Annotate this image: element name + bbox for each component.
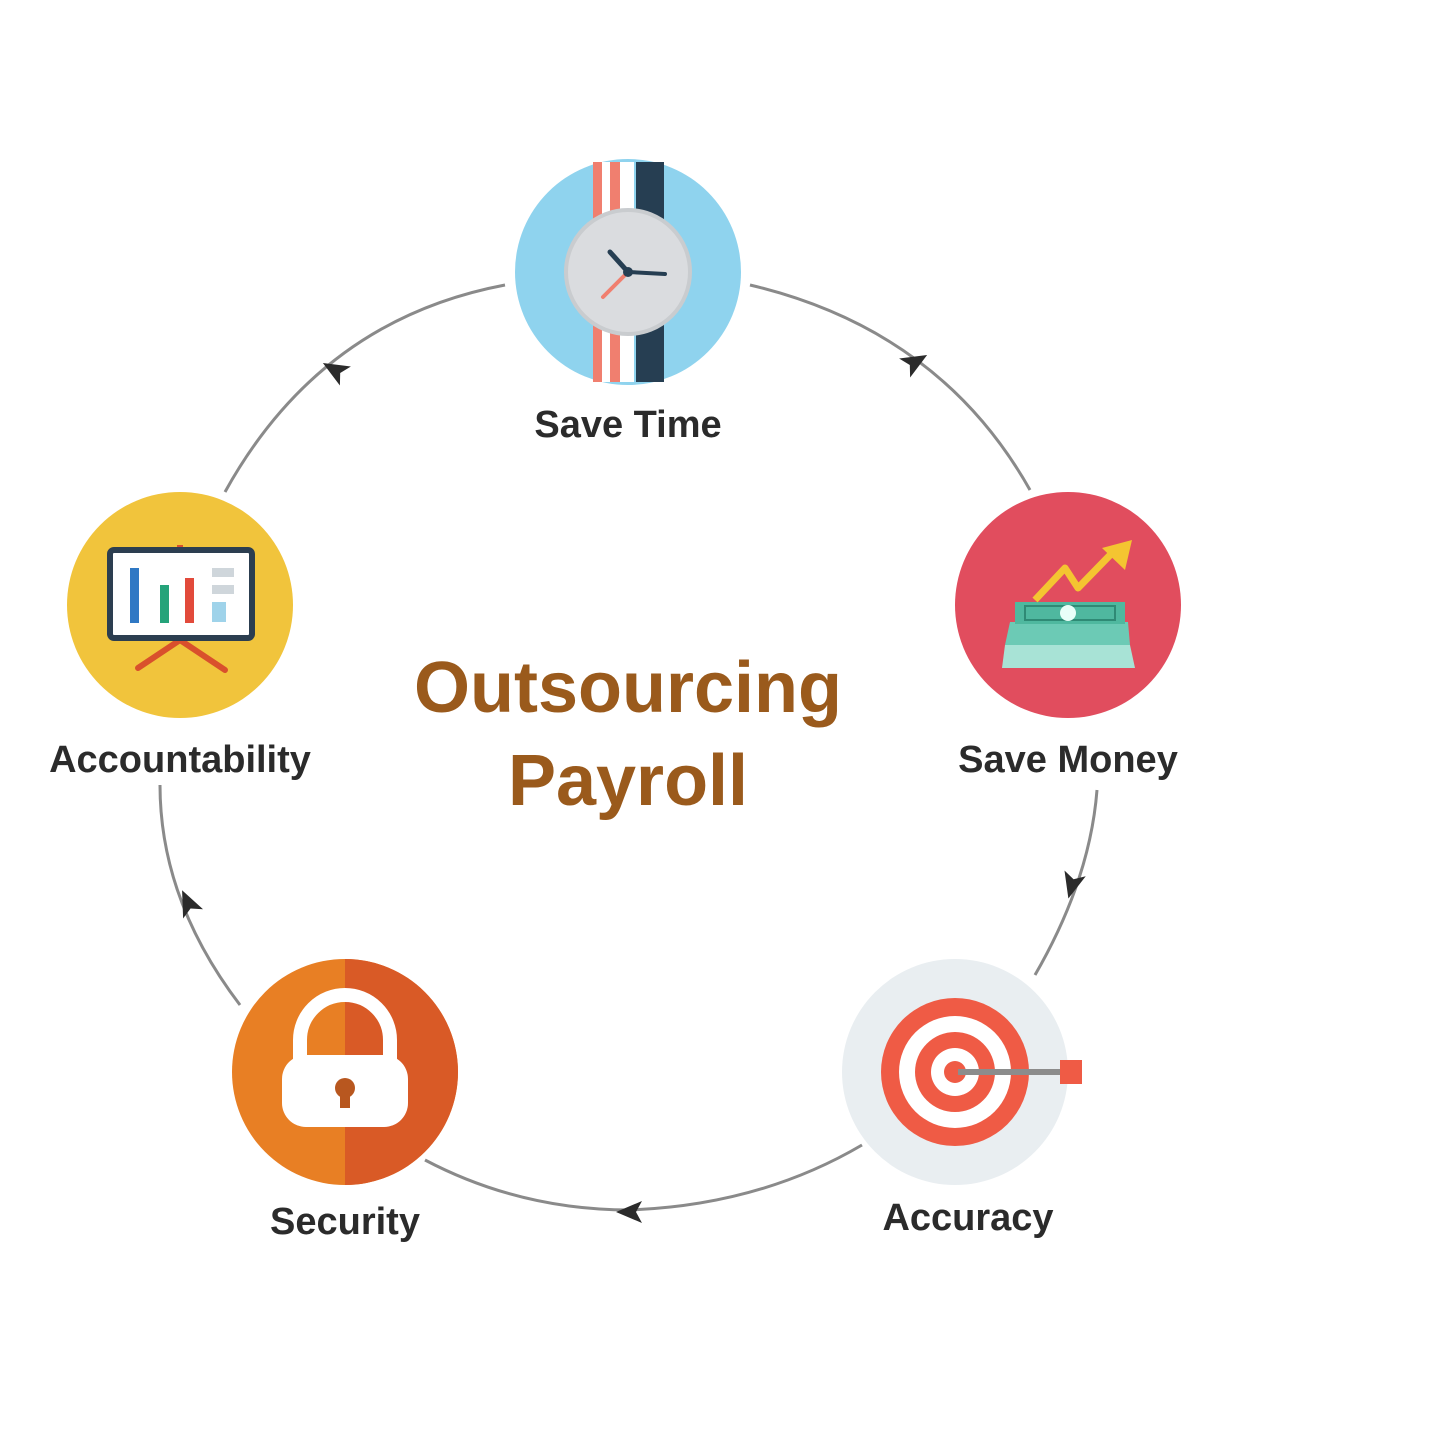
arrowhead-icon xyxy=(322,363,351,386)
connector-accuracy-to-security xyxy=(424,1143,863,1212)
presentation-board-icon xyxy=(107,545,255,673)
arrowhead-icon xyxy=(182,890,204,919)
node-save-time: Save Time xyxy=(515,159,741,446)
node-security: Security xyxy=(232,959,458,1243)
node-label: Save Time xyxy=(534,404,721,446)
center-title-line-2: Payroll xyxy=(508,741,748,821)
connector-save-time-to-save-money xyxy=(749,283,1032,491)
arrowhead-icon xyxy=(899,355,928,378)
arrowhead-icon xyxy=(1064,870,1086,899)
center-title: Outsourcing Payroll xyxy=(414,648,842,821)
connector-accountability-to-save-time xyxy=(223,283,506,493)
center-title-line-1: Outsourcing xyxy=(414,648,842,728)
node-label: Accuracy xyxy=(882,1197,1053,1239)
arrowhead-icon xyxy=(616,1201,642,1223)
node-label: Save Money xyxy=(958,739,1178,781)
watch-icon xyxy=(564,162,692,382)
node-label: Security xyxy=(270,1201,420,1243)
node-save-money: Save Money xyxy=(955,492,1181,781)
connector-security-to-accountability xyxy=(158,784,242,1006)
money-growth-icon xyxy=(1002,540,1135,668)
node-accuracy: Accuracy xyxy=(842,959,1082,1239)
node-accountability: Accountability xyxy=(49,492,311,781)
target-icon xyxy=(881,998,1082,1146)
connector-save-money-to-accuracy xyxy=(1033,789,1099,976)
lock-icon xyxy=(282,988,408,1127)
node-label: Accountability xyxy=(49,739,311,781)
cycle-arrowheads xyxy=(182,355,1086,1223)
